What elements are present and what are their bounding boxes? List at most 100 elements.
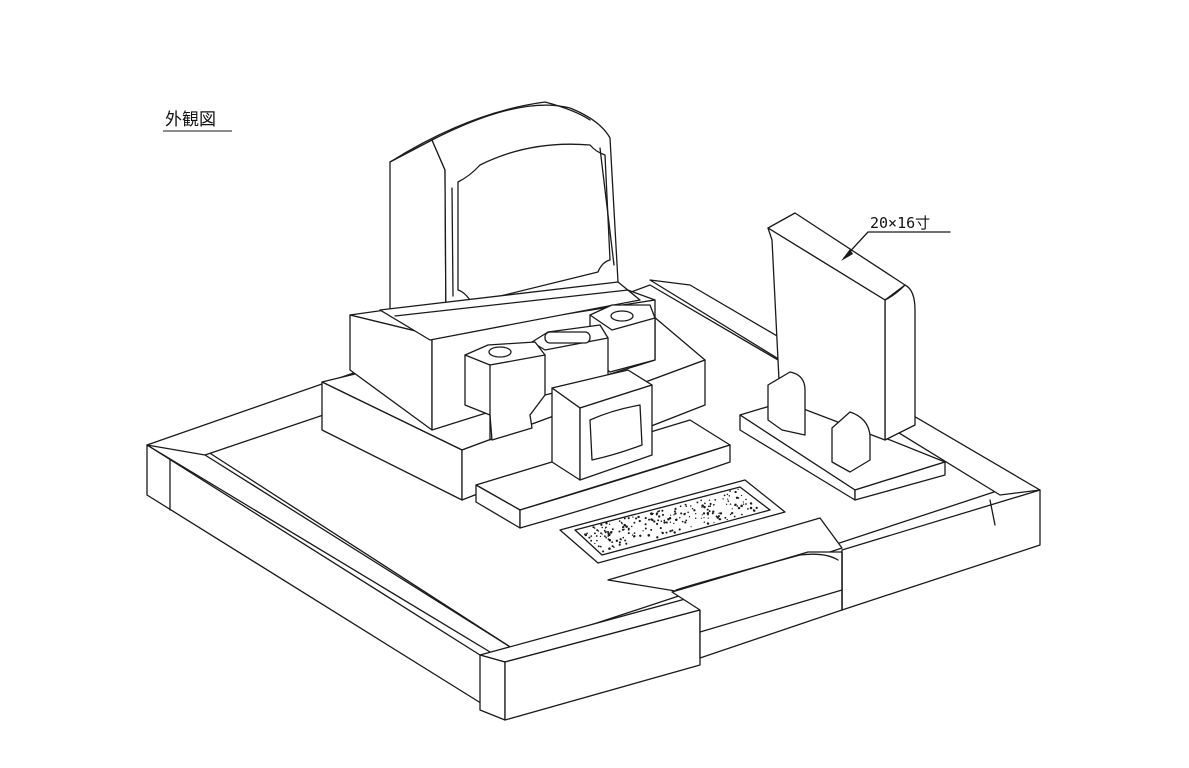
name-plaque <box>559 479 786 564</box>
speckle-dot <box>675 518 678 522</box>
tablet-edge <box>884 284 916 441</box>
speckle-dot <box>724 516 727 519</box>
speckle-dot <box>618 530 621 533</box>
speckle-dot <box>605 522 608 525</box>
speckle-dot <box>623 528 625 531</box>
vase-left <box>464 341 546 441</box>
speckle-dot <box>586 532 588 535</box>
speckle-dot <box>702 512 706 515</box>
side-base-front <box>854 461 946 501</box>
speckle-dot <box>656 522 659 525</box>
speckle-dot <box>688 516 691 518</box>
speckle-dot <box>608 523 611 526</box>
speckle-dot <box>618 520 621 522</box>
speckle-dot <box>737 488 739 491</box>
speckle-dot <box>633 521 636 524</box>
speckle-dot <box>742 501 745 503</box>
entrance-landing <box>607 517 843 596</box>
speckle-dot <box>600 523 603 526</box>
speckle-dot <box>663 519 666 522</box>
speckle-dot <box>625 542 628 545</box>
speckle-dot <box>706 512 710 515</box>
speckle-dot <box>728 495 731 497</box>
speckle-dot <box>593 532 596 535</box>
speckle-dot <box>729 503 732 505</box>
speckle-dot <box>691 507 694 510</box>
speckle-dot <box>655 513 658 516</box>
speckle-dot <box>725 503 728 505</box>
speckle-dot <box>680 512 683 515</box>
speckle-dot <box>601 526 603 529</box>
speckle-dot <box>668 517 672 520</box>
speckle-dot <box>608 547 611 550</box>
speckle-dot <box>669 521 672 523</box>
dimension-leader <box>843 231 951 259</box>
speckle-dot <box>603 529 606 532</box>
speckle-dot <box>644 517 647 520</box>
speckle-dot <box>674 507 677 510</box>
speckle-dot <box>742 503 745 505</box>
speckle-dot <box>718 518 721 521</box>
speckle-dot <box>660 520 663 522</box>
speckle-dot <box>712 503 715 506</box>
front-curb-end <box>479 654 506 721</box>
speckle-dot <box>706 508 709 511</box>
speckle-dot <box>701 514 703 516</box>
main-gravestone <box>379 101 641 341</box>
speckle-dot <box>729 490 731 492</box>
speckle-dot <box>627 517 630 520</box>
speckle-dot <box>673 514 675 516</box>
speckle-dot <box>712 510 715 513</box>
speckle-dot <box>615 539 619 542</box>
speckle-dot <box>618 541 621 544</box>
speckle-dot <box>701 504 704 507</box>
speckle-dot <box>650 528 653 531</box>
speckle-dot <box>727 498 729 500</box>
speckle-dot <box>611 541 614 543</box>
speckle-dot <box>665 521 668 524</box>
speckle-dot <box>599 545 602 548</box>
speckle-dot <box>605 536 607 538</box>
speckle-dot <box>659 527 662 530</box>
speckle-dot <box>679 516 681 519</box>
drawing-title: 外観図 <box>165 110 216 130</box>
speckle-dot <box>625 525 628 528</box>
speckle-dot <box>709 502 712 505</box>
speckle-dot <box>737 506 741 510</box>
speckle-dot <box>684 503 687 506</box>
speckle-dot <box>607 535 610 537</box>
speckle-dot <box>584 533 588 537</box>
speckle-dot <box>755 506 758 510</box>
speckle-dot <box>707 517 709 519</box>
side-monument: 20×16寸 <box>739 212 951 501</box>
speckle-dot <box>708 510 711 513</box>
speckle-dot <box>633 535 636 538</box>
speckle-dot <box>600 532 602 534</box>
speckle-dot <box>661 531 664 535</box>
speckle-dot <box>709 505 712 507</box>
speckle-dot <box>690 526 692 528</box>
speckle-dot <box>704 502 706 505</box>
speckle-dot <box>673 522 675 525</box>
speckle-dot <box>618 543 621 546</box>
speckle-dot <box>661 509 664 512</box>
speckle-dot <box>627 527 630 530</box>
speckle-dot <box>740 504 743 508</box>
speckle-dot <box>647 534 651 537</box>
speckle-dot <box>656 536 659 539</box>
speckle-dot <box>726 493 729 496</box>
speckle-dot <box>730 511 734 515</box>
speckle-dot <box>703 505 706 509</box>
leader-arrow-icon <box>841 249 853 261</box>
speckle-dot <box>749 506 753 510</box>
speckle-dot <box>695 513 697 515</box>
speckle-dot <box>673 510 676 513</box>
speckle-dot <box>752 509 755 511</box>
dimension-label: 20×16寸 <box>870 214 930 232</box>
gravestone-face <box>431 104 619 333</box>
speckle-dot <box>601 533 603 535</box>
speckle-dot <box>595 535 598 537</box>
speckle-dot <box>651 518 654 522</box>
speckle-dot <box>731 508 733 510</box>
speckle-dot <box>696 501 699 504</box>
